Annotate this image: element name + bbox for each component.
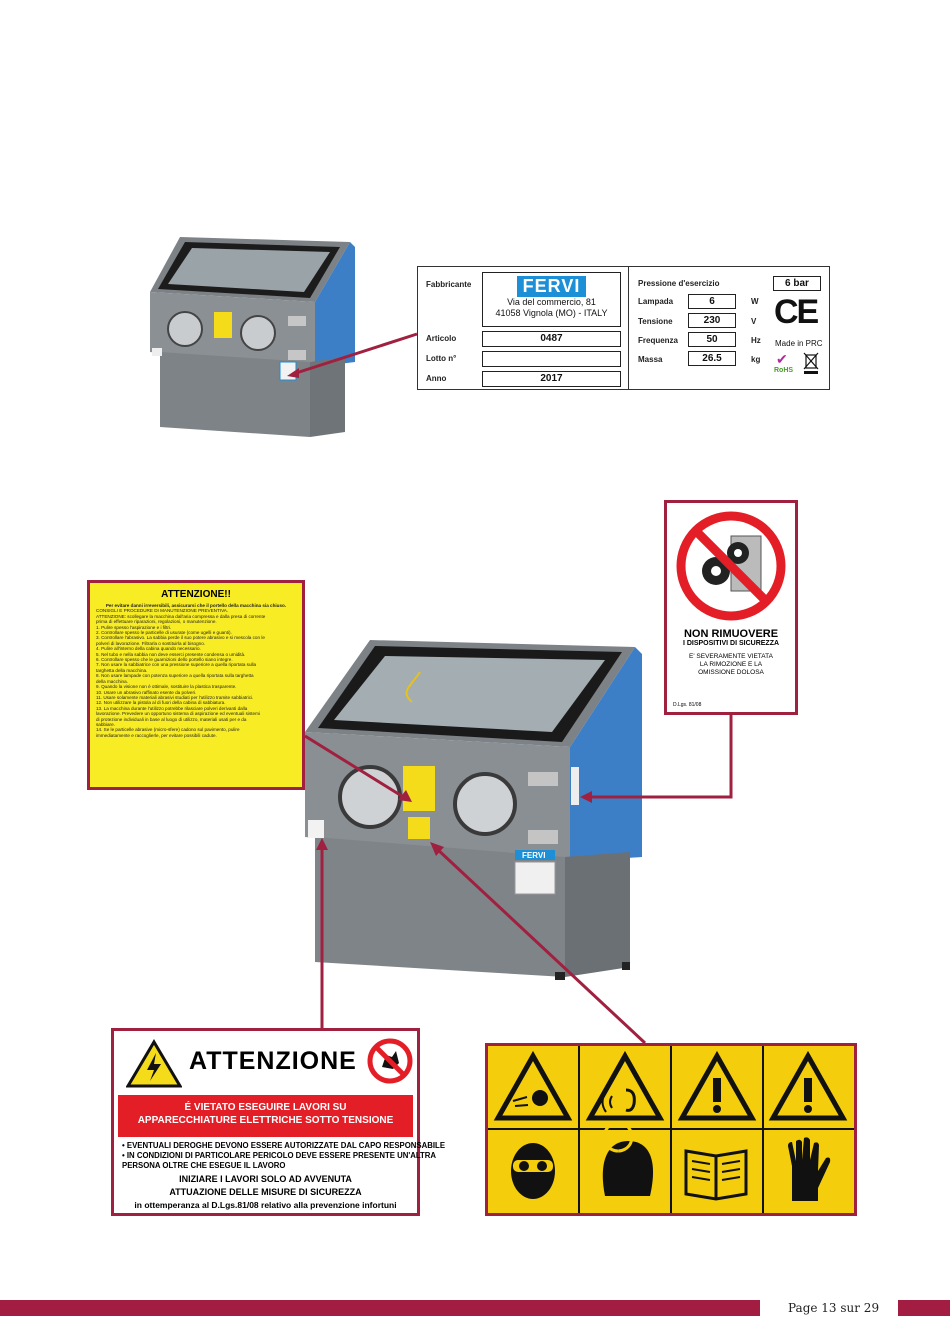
attention-panel-title: ATTENZIONE!! (161, 589, 231, 600)
attention-line: immediatamente e raccoglierle, per evita… (96, 732, 217, 738)
fabbricante-label: Fabbricante (426, 280, 472, 289)
band-line-2: APPARECCHIATURE ELETTRICHE SOTTO TENSION… (137, 1115, 394, 1126)
frequenza-unit: Hz (751, 336, 761, 345)
attention-line: targhetta della macchina. (96, 667, 148, 673)
small-cabinet-photo (150, 237, 355, 437)
anno-value: 2017 (482, 371, 621, 387)
ce-mark-icon: CE (774, 293, 819, 331)
gloves-mandatory-icon (788, 1137, 831, 1201)
pictogram-grid (488, 1046, 854, 1213)
nr-sign-text-3: OMISSIONE DOLOSA (698, 669, 764, 676)
plate-divider (628, 267, 629, 389)
made-in-label: Made in PRC (775, 339, 823, 348)
lampada-value: 6 (688, 294, 736, 309)
rohs-label: RoHS (774, 367, 794, 374)
anno-label: Anno (426, 374, 447, 383)
attention-line: di protezione individuali in base al luo… (96, 716, 247, 722)
electrical-red-band: É VIETATO ESEGUIRE LAVORI SU APPARECCHIA… (118, 1095, 413, 1137)
goggles-mandatory-icon (511, 1143, 555, 1199)
attention-line: 7. Non usare la sabbiatrice con una pres… (96, 662, 257, 668)
articolo-label: Articolo (426, 334, 457, 343)
address-line-1: Via del commercio, 81 (507, 297, 596, 307)
electrical-warning-sign: ATTENZIONE É VIETATO ESEGUIRE LAVORI SU … (111, 1028, 445, 1216)
footer-bar-left (0, 1300, 760, 1316)
safety-pictogram-panel (485, 1043, 857, 1216)
pressione-label: Pressione d'esercizio (638, 279, 720, 288)
band-line-1: É VIETATO ESEGUIRE LAVORI SU (184, 1102, 347, 1113)
nr-sign-footer: D.Lgs. 81/08 (673, 702, 702, 708)
large-cabinet-photo: FERVI (305, 640, 642, 980)
attention-line: 12. Non utilizzare la pistola al di fuor… (96, 700, 226, 706)
no-touch-icon (367, 1038, 413, 1084)
tensione-value: 230 (688, 313, 736, 328)
rohs-check-icon: ✔ (776, 351, 788, 367)
plate-pointer-line (287, 332, 418, 378)
general-warning-icon (768, 1050, 848, 1121)
read-manual-icon (684, 1149, 748, 1201)
attention-line: 13. La macchina durante l'utilizzo potre… (96, 705, 248, 711)
ear-protection-icon (602, 1121, 654, 1196)
footer-bar-right (898, 1300, 950, 1316)
electrical-center-3: in ottemperanza al D.Lgs.81/08 relativo … (134, 1200, 397, 1210)
attention-line: 14. Se le particelle abrasive (micro-sfe… (96, 727, 240, 733)
lotto-value (482, 351, 621, 367)
attention-line: 1. Pulire spesso l'aspirazione e i filtr… (96, 624, 172, 630)
no-gear-removal-icon (676, 511, 786, 621)
massa-label: Massa (638, 355, 663, 364)
articolo-value: 0487 (482, 331, 621, 347)
attention-line: ATTENZIONE: scollegare la macchina dall'… (96, 613, 266, 619)
attention-line: Per evitare danni irreversibili, assicur… (105, 603, 287, 608)
non-rimuovere-sign: NON RIMUOVERE I DISPOSITIVI DI SICUREZZA… (664, 500, 798, 715)
fervi-logo: FERVI (516, 276, 587, 297)
frequenza-value: 50 (688, 332, 736, 347)
lotto-label: Lotto n° (426, 354, 457, 363)
attention-instructions-panel: ATTENZIONE!! Per evitare danni irreversi… (87, 580, 305, 790)
tensione-label: Tensione (638, 317, 673, 326)
lampada-unit: W (751, 297, 759, 306)
cabinet-brand-label: FERVI (522, 851, 545, 860)
attention-line: 11. Usare solamente materiali abrasivi s… (96, 694, 254, 700)
nr-sign-text-2: LA RIMOZIONE E LA (699, 661, 763, 668)
weee-bin-icon (803, 352, 819, 374)
high-voltage-icon (126, 1039, 182, 1088)
projectile-warning-icon (493, 1050, 573, 1121)
attention-line: 9. Quando la visione non è ottimale, sos… (96, 684, 237, 690)
attention-line: 8. Non usare lampade con potenza superio… (96, 673, 254, 679)
electrical-center-1: INIZIARE I LAVORI SOLO AD AVVENUTA (179, 1174, 352, 1184)
attention-line: 6. Controllare spesso che le guarnizioni… (96, 657, 233, 663)
electrical-sign-title: ATTENZIONE (189, 1047, 357, 1075)
attention-line: 10. Usare un abrasivo raffinato esente d… (96, 689, 197, 695)
electrical-center-2: ATTUAZIONE DELLE MISURE DI SICUREZZA (169, 1187, 362, 1197)
noise-warning-icon (585, 1050, 665, 1121)
address-line-2: 41058 Vignola (MO) - ITALY (495, 308, 608, 318)
electrical-bullet-3: PERSONA OLTRE CHE ESEGUE IL LAVORO (122, 1161, 286, 1170)
attention-line: CONSIGLI E PROCEDURE DI MANUTENZIONE PRE… (96, 608, 229, 614)
frequenza-label: Frequenza (638, 336, 679, 345)
tensione-unit: V (751, 317, 757, 326)
lampada-label: Lampada (638, 297, 674, 306)
electrical-bullet-1: • EVENTUALI DEROGHE DEVONO ESSERE AUTORI… (122, 1141, 446, 1150)
attention-line: 4. Pulire all'interno della cabina quand… (96, 646, 201, 652)
manufacturer-box: FERVI Via del commercio, 81 41058 Vignol… (482, 272, 621, 327)
pressione-value: 6 bar (773, 276, 821, 291)
attention-line: sabbiare. (96, 721, 115, 727)
attention-line: 2. Controllare spesso le particelle di u… (96, 630, 232, 636)
page-number: Page 13 sur 29 (788, 1301, 880, 1315)
massa-unit: kg (751, 355, 761, 364)
nr-sign-text-1: E' SEVERAMENTE VIETATA (689, 653, 773, 660)
attention-line: della macchina. (96, 678, 128, 684)
nr-sign-title: NON RIMUOVERE (683, 628, 779, 640)
rating-plate: Fabbricante FERVI Via del commercio, 81 … (417, 266, 830, 390)
attention-line: 3. Controllare l'abrasivo. La sabbia per… (96, 635, 265, 641)
attention-line: lavorazione. Prevedere un opportuno sist… (96, 711, 260, 717)
electrical-bullet-2: • IN CONDIZIONI DI PARTICOLARE PERICOLO … (122, 1151, 437, 1160)
nr-sign-subtitle: I DISPOSITIVI DI SICUREZZA (682, 640, 780, 647)
massa-value: 26.5 (688, 351, 736, 366)
attention-line: prima di effettuare riparazioni, regolaz… (96, 619, 217, 625)
attention-line: polveri di lavorazione. Filtrarla o sost… (96, 640, 206, 646)
attention-line: 5. Nel tubo e nella sabbia non deve esse… (96, 651, 246, 657)
general-warning-icon (677, 1050, 757, 1121)
